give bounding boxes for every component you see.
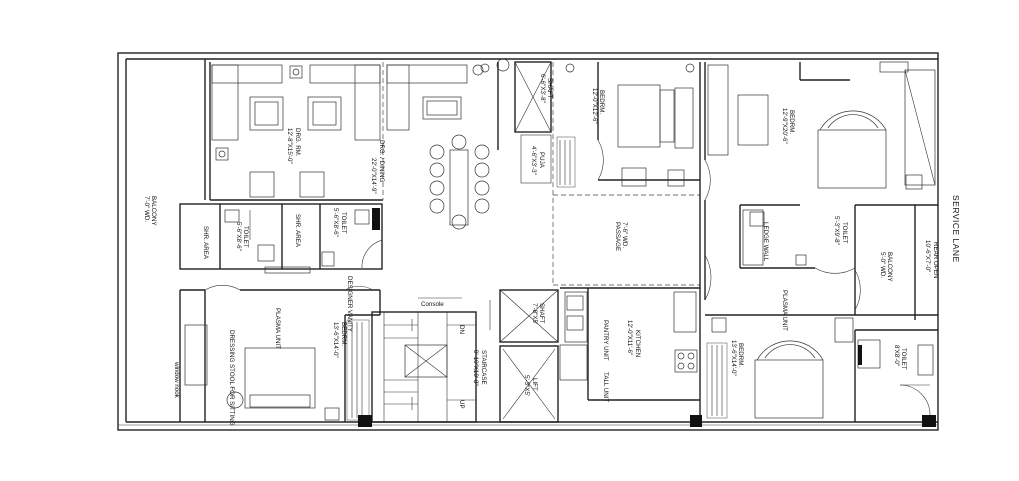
- room-labels: SERVICE LANE DRG. RM. 12'-8"X15'-0" DRG.…: [143, 74, 961, 426]
- staircase-name: STAIRCASE: [480, 350, 487, 385]
- kitchen-name: KITCHEN: [634, 330, 641, 357]
- bedrm3-size: 13'-6"X14'-0": [332, 322, 339, 358]
- plasma-unit-w: PLASMA UNIT: [274, 308, 281, 349]
- passage-size: 7'-6" WD.: [621, 222, 628, 248]
- bedrm4-size: 13'-6"X14'-0": [730, 340, 737, 376]
- dn-label: DN: [458, 325, 465, 334]
- window-nook: window nook: [173, 361, 180, 399]
- designer-vanity: DESIGNER VANITY: [346, 276, 353, 332]
- staircase-size: 9'-10"X10'-8": [472, 350, 479, 386]
- balcony-east-name: BALCONY: [886, 252, 893, 282]
- bedrm4-name: BEDRM.: [737, 343, 744, 367]
- drg-dining-size: 22'-0"X14'-9": [370, 158, 377, 194]
- rear-open-size: 10'-6"X7'-0": [924, 240, 931, 272]
- dressing-stool: DRESSING STOOL FOR SITTING: [228, 330, 235, 426]
- drg-rm-size: 12'-8"X15'-0": [286, 128, 293, 164]
- ledge-wall: LEDGE WALL: [762, 222, 769, 262]
- tall-unit: TALL UNIT: [602, 372, 609, 402]
- toilet-w1-size: 5'-6"X8'-6": [235, 222, 242, 251]
- bedrm2-name: BEDRM.: [788, 110, 795, 134]
- kitchen-size: 12'-0"X11'-6": [626, 320, 633, 355]
- up-label: UP: [458, 400, 465, 409]
- columns: [358, 208, 936, 427]
- lift-name: LIFT: [531, 378, 538, 391]
- toilet-w2-name: TOILET: [340, 212, 347, 234]
- shaft-mid-name: SHAFT: [538, 303, 545, 324]
- drg-dining-name: DRG. / DINING: [378, 140, 385, 182]
- passage-name: PASSAGE: [614, 222, 621, 251]
- balcony-west-name: BALCONY: [150, 196, 157, 226]
- puja-size: 4'-6"X3'-3": [530, 146, 537, 175]
- toilet-se-size: 8'X8'-0": [893, 345, 900, 366]
- interior-walls: [179, 59, 938, 423]
- toilet-w1-name: TOILET: [242, 226, 249, 248]
- shaft-top-size: 6'-6"X3'-8": [539, 74, 546, 103]
- bedrm1-name: BEDRM.: [598, 90, 605, 114]
- toilet-w2-size: 5'-6"X8'-6": [332, 208, 339, 237]
- toilet-east-size: 5'-3"X9'-8": [833, 216, 840, 245]
- shr-area-1: SHR. AREA: [202, 226, 209, 260]
- shr-area-2: SHR. AREA: [294, 214, 301, 248]
- street-label: SERVICE LANE: [951, 195, 961, 263]
- toilet-se-name: TOILET: [900, 348, 907, 370]
- bedrm3-name: BEDRM.: [340, 322, 347, 346]
- pantry-unit: PANTRY UNIT: [602, 320, 609, 361]
- balcony-east-size: 5'-0" WD.: [879, 252, 886, 278]
- balcony-west-size: 7'-0" WD.: [143, 196, 150, 222]
- drg-rm-name: DRG. RM.: [294, 128, 301, 157]
- bedrm1-size: 12'-0"X12'-6": [591, 88, 598, 124]
- plasma-unit-e: PLASMA UNIT: [781, 290, 788, 331]
- puja-name: PUJA: [538, 152, 545, 169]
- bedrm2-size: 12'-9"X20'-6": [781, 108, 788, 144]
- console-label: Console: [421, 301, 444, 308]
- lift-size: 5'-3"X5': [523, 375, 530, 396]
- shaft-mid-size: 7'-8"X5': [531, 303, 538, 324]
- doors: [204, 139, 931, 416]
- rear-open-name: REAR OPEN: [932, 242, 939, 278]
- toilet-east-name: TOILET: [841, 222, 848, 244]
- shaft-top-name: SHAFT: [546, 78, 553, 99]
